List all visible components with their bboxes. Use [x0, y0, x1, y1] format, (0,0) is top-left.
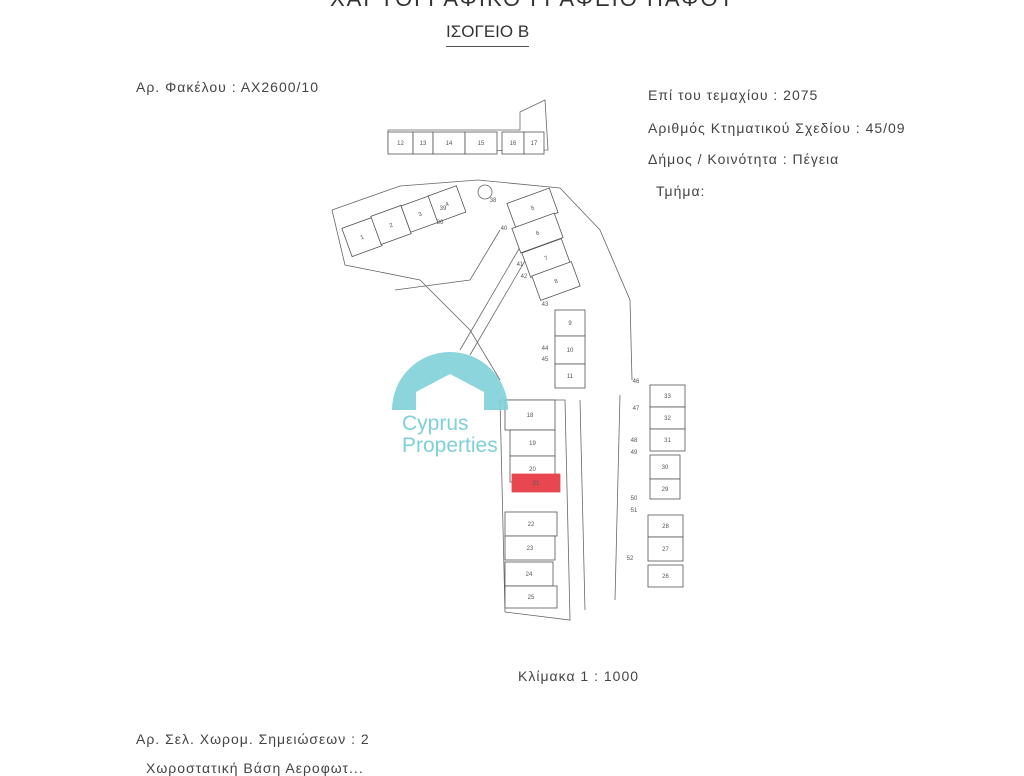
unit-29: 29: [649, 478, 681, 500]
small-label-48: 48: [631, 438, 638, 444]
unit-label: 21: [533, 481, 540, 487]
unit-11: 11: [554, 363, 586, 389]
unit-23: 23: [504, 535, 556, 561]
small-label-51: 51: [631, 508, 638, 514]
unit-label: 7: [544, 255, 550, 262]
watermark-line2: Properties: [402, 434, 498, 457]
small-label-44: 44: [542, 346, 549, 352]
small-label-40: 40: [501, 226, 508, 232]
unit-label: 15: [478, 141, 485, 147]
unit-32: 32: [649, 406, 686, 430]
unit-label: 25: [528, 595, 535, 601]
municipality: Δήμος / Κοινότητα : Πέγεια: [648, 151, 840, 167]
office-title: ΧΑΡΤΟΓΡΑΦΙΚΟ ΓΡΑΦΕΙΟ ΠΑΦΟΥ: [330, 0, 736, 12]
scale-label: Κλίμακα 1 : 1000: [518, 668, 640, 684]
unit-label: 30: [662, 465, 669, 471]
unit-label: 20: [529, 467, 536, 473]
unit-24: 24: [504, 561, 554, 587]
unit-label: 23: [527, 546, 534, 552]
unit-label: 5: [530, 205, 536, 212]
cadastral-plan: Αριθμός Κτηματικού Σχεδίου : 45/09: [648, 120, 906, 136]
unit-13: 13: [412, 131, 434, 155]
unit-label: 33: [664, 394, 671, 400]
unit-label: 27: [662, 547, 669, 553]
unit-label: 10: [567, 348, 574, 354]
unit-label: 1: [360, 234, 366, 241]
unit-10: 10: [554, 335, 586, 365]
unit-label: 19: [529, 441, 536, 447]
small-label-39: 39: [440, 206, 447, 212]
small-label-50: 50: [631, 496, 638, 502]
unit-label: 6: [535, 230, 541, 237]
unit-label: 31: [664, 438, 671, 444]
unit-label: 12: [397, 141, 404, 147]
section: Τμήμα:: [656, 183, 706, 199]
unit-9: 9: [554, 309, 586, 337]
unit-16: 16: [501, 131, 525, 155]
unit-label: 14: [446, 141, 453, 147]
plot-number: Επί του τεμαχίου : 2075: [648, 87, 819, 103]
small-label-46: 46: [633, 379, 640, 385]
unit-label: 17: [531, 141, 538, 147]
unit-label: 22: [528, 522, 535, 528]
unit-25: 25: [504, 585, 558, 609]
unit-label: 8: [554, 278, 560, 285]
unit-17: 17: [523, 131, 545, 155]
unit-label: 32: [664, 416, 671, 422]
unit-label: 11: [567, 374, 574, 380]
small-label-52: 52: [627, 556, 634, 562]
unit-4: 4: [427, 185, 467, 223]
unit-14: 14: [432, 131, 466, 155]
floor-title: ΙΣΟΓΕΙΟ Β: [446, 22, 530, 47]
survey-pages: Αρ. Σελ. Χωρομ. Σημειώσεων : 2: [136, 731, 370, 747]
unit-label: 9: [568, 321, 572, 327]
unit-label: 26: [662, 574, 669, 580]
unit-27: 27: [647, 536, 684, 562]
unit-31: 31: [649, 428, 686, 452]
watermark-line1: Cyprus: [402, 412, 469, 435]
unit-8: 8: [531, 261, 581, 301]
unit-12: 12: [387, 131, 414, 155]
unit-label: 29: [662, 487, 669, 493]
unit-22: 22: [504, 511, 558, 537]
unit-26: 26: [647, 564, 684, 588]
small-label-38: 38: [490, 198, 497, 204]
unit-21: 21: [511, 473, 561, 493]
unit-label: 28: [662, 524, 669, 530]
unit-28: 28: [647, 514, 684, 538]
small-label-41: 41: [517, 262, 524, 268]
unit-label: 16: [510, 141, 517, 147]
unit-label: 3: [418, 211, 424, 218]
unit-19: 19: [509, 429, 556, 457]
small-label-45: 45: [542, 357, 549, 363]
unit-label: 4: [445, 201, 451, 208]
watermark-logo-icon: [392, 352, 508, 410]
unit-label: 2: [389, 222, 395, 229]
watermark-text: Cyprus Properties: [402, 413, 498, 457]
unit-15: 15: [464, 131, 498, 155]
small-label-36: 36: [437, 220, 444, 226]
unit-33: 33: [649, 384, 686, 408]
unit-30: 30: [649, 454, 681, 480]
unit-label: 13: [420, 141, 427, 147]
small-label-42: 42: [521, 274, 528, 280]
unit-18: 18: [504, 399, 556, 431]
unit-label: 18: [527, 413, 534, 419]
small-label-47: 47: [633, 406, 640, 412]
small-label-49: 49: [631, 450, 638, 456]
unit-label: 24: [526, 572, 533, 578]
base-note: Χωροστατική Βάση Αεροφωτ...: [146, 760, 364, 776]
small-label-43: 43: [542, 302, 549, 308]
file-number: Αρ. Φακέλου : ΑΧ2600/10: [136, 79, 319, 95]
